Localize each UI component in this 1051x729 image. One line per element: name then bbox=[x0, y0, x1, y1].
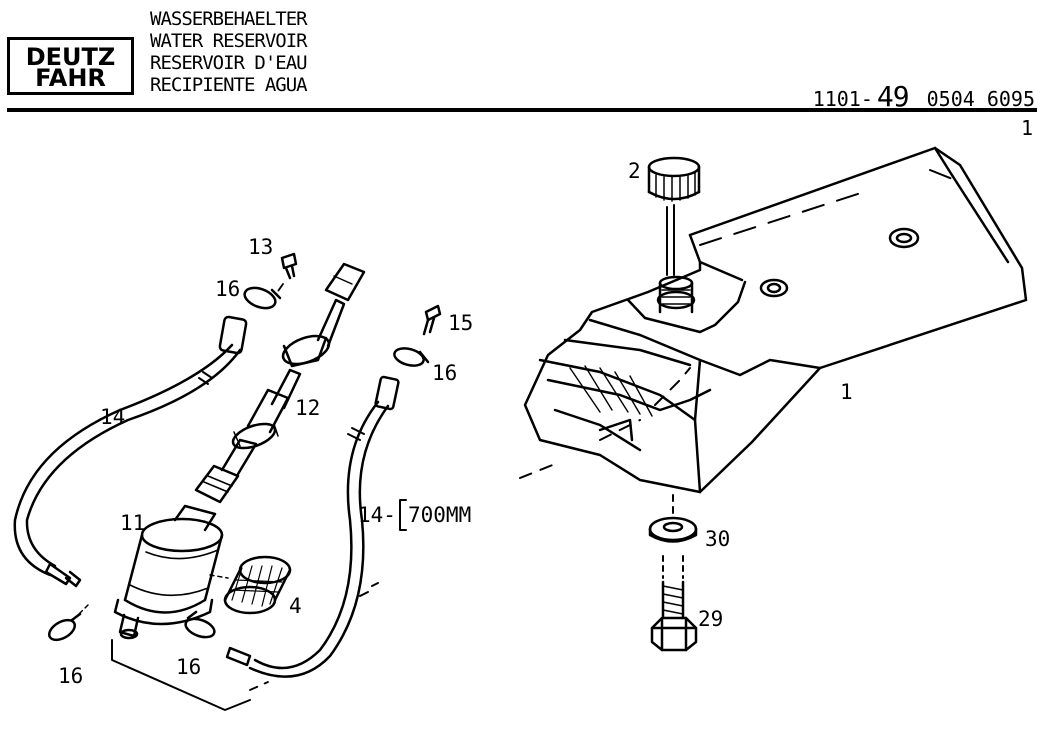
part-section: 49 bbox=[876, 80, 910, 113]
callout-2: 2 bbox=[628, 159, 641, 183]
dashed-leaders bbox=[249, 283, 284, 691]
callout-labels: 1 2 4 11 12 13 14 14- 700MM 15 16 16 16 … bbox=[58, 159, 853, 688]
callout-4: 4 bbox=[289, 594, 302, 618]
callout-13: 13 bbox=[248, 235, 273, 259]
hose-right bbox=[225, 375, 400, 678]
header-rule bbox=[7, 108, 1037, 112]
callout-15: 15 bbox=[448, 311, 473, 335]
callout-16-top: 16 bbox=[215, 277, 240, 301]
callout-14: 14 bbox=[100, 405, 125, 429]
title-block: WASSERBEHAELTER WATER RESERVOIR RESERVOI… bbox=[150, 8, 308, 96]
bolt bbox=[650, 555, 698, 652]
callout-700mm: 700MM bbox=[408, 503, 471, 527]
callout-11: 11 bbox=[120, 511, 145, 535]
water-reservoir bbox=[519, 146, 1028, 494]
part-code: 0504 6095 bbox=[926, 87, 1035, 111]
callout-1: 1 bbox=[840, 380, 853, 404]
title-french: RESERVOIR D'EAU bbox=[150, 52, 308, 74]
strainer bbox=[209, 555, 292, 615]
logo-line-2: FAHR bbox=[35, 64, 106, 92]
fuel-filter bbox=[111, 504, 251, 711]
title-english: WATER RESERVOIR bbox=[150, 30, 308, 52]
length-bracket bbox=[399, 499, 407, 531]
callout-12: 12 bbox=[295, 396, 320, 420]
title-german: WASSERBEHAELTER bbox=[150, 8, 308, 30]
title-spanish: RECIPIENTE AGUA bbox=[150, 74, 308, 96]
hose-left bbox=[13, 315, 248, 588]
callout-16-bottom: 16 bbox=[176, 655, 201, 679]
callout-14-b: 14- bbox=[358, 503, 396, 527]
logo-line-1: DEUTZ bbox=[25, 43, 116, 71]
part-number: 1101-49 0504 6095 bbox=[813, 80, 1035, 113]
washer bbox=[648, 494, 698, 543]
callout-16-right: 16 bbox=[432, 361, 457, 385]
sensor-fitting bbox=[194, 262, 366, 504]
filler-cap bbox=[647, 156, 701, 276]
callout-16-bottom-left: 16 bbox=[58, 664, 83, 688]
part-group: 1101- bbox=[812, 87, 873, 111]
callout-30: 30 bbox=[705, 527, 730, 551]
plug-screws bbox=[280, 252, 442, 336]
callout-29: 29 bbox=[698, 607, 723, 631]
page-number: 1 bbox=[1020, 116, 1033, 140]
deutz-fahr-logo: DEUTZ FAHR bbox=[7, 37, 134, 95]
hose-clips bbox=[47, 286, 430, 642]
